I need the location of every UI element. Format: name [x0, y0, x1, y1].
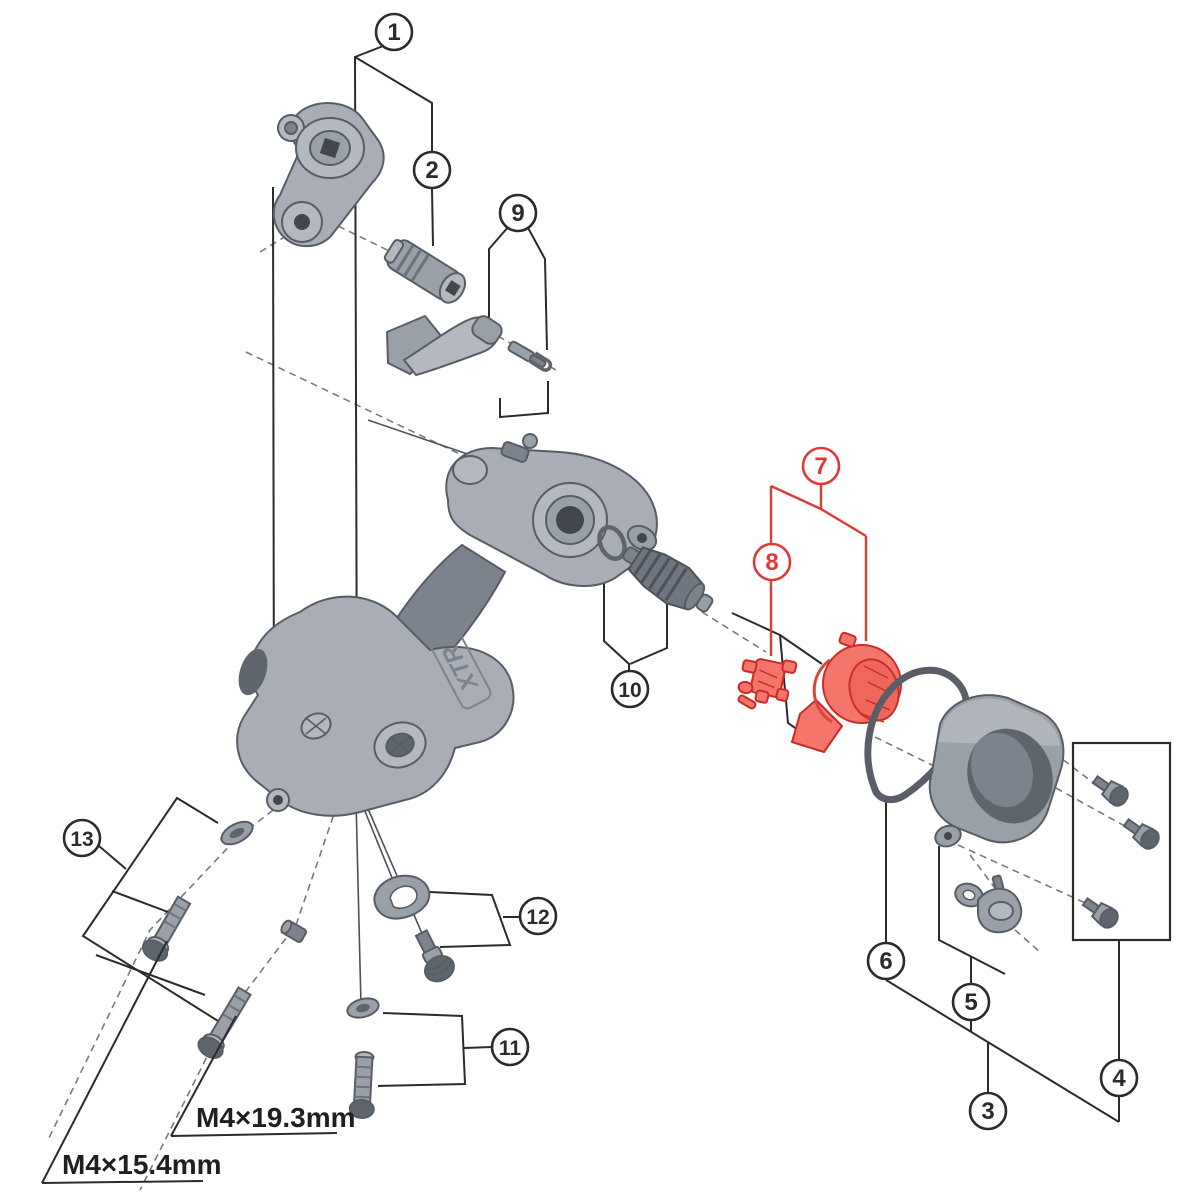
screw-group-box	[1071, 741, 1172, 942]
callout-number-1: 1	[387, 19, 400, 46]
part-2-axle-bolt-drawing	[383, 239, 467, 304]
callout-13: 13	[62, 818, 102, 858]
callout-number-8: 8	[765, 549, 778, 576]
callout-5: 5	[951, 982, 991, 1022]
part-11-washer-bolt-drawing	[346, 997, 380, 1119]
callout-number-3: 3	[981, 1098, 994, 1125]
part-5-cable-anchor-drawing	[954, 874, 1023, 934]
callout-3: 3	[968, 1091, 1008, 1131]
part-3-motor-cover-drawing	[928, 694, 1065, 848]
callout-number-5: 5	[964, 989, 977, 1016]
callout-number-4: 4	[1112, 1065, 1126, 1092]
callout-number-9: 9	[511, 200, 524, 227]
part-1-bracket-link-drawing	[272, 102, 385, 248]
dimension-label-0: M4×19.3mm	[170, 1015, 356, 1137]
part-6-gasket-drawing	[864, 666, 971, 803]
leader-lines	[81, 45, 1172, 1123]
e-clip-drawing	[529, 351, 553, 372]
callout-number-7: 7	[814, 453, 827, 480]
callout-11: 11	[490, 1027, 530, 1067]
callout-12: 12	[518, 896, 558, 936]
callout-10: 10	[610, 669, 650, 709]
dimension-text-0: M4×19.3mm	[196, 1102, 356, 1133]
part-12-plate-screw-drawing	[373, 874, 455, 983]
part-8-red-cam-drawing	[737, 658, 798, 710]
part-9-lever-assembly-drawing	[386, 315, 553, 377]
callout-9: 9	[498, 193, 538, 233]
main-body-drawing: XTR	[236, 433, 658, 817]
dimension-text-1: M4×15.4mm	[62, 1149, 222, 1180]
callout-number-2: 2	[425, 157, 438, 184]
dimension-label-1: M4×15.4mm	[41, 940, 222, 1184]
callout-number-13: 13	[70, 828, 93, 851]
callout-6: 6	[866, 941, 906, 981]
part-10-oring-boot-drawing	[597, 525, 714, 613]
part-13-bolts-drawing	[141, 820, 308, 1059]
callout-4: 4	[1099, 1058, 1139, 1098]
callout-1: 1	[374, 12, 414, 52]
callout-number-6: 6	[879, 948, 892, 975]
callout-number-12: 12	[526, 906, 549, 929]
part-4-screws-drawing	[1081, 775, 1160, 929]
callout-8: 8	[752, 542, 792, 582]
callout-number-11: 11	[499, 1037, 522, 1060]
callout-7: 7	[801, 446, 841, 486]
callout-2: 2	[412, 150, 452, 190]
callout-number-10: 10	[618, 679, 641, 702]
